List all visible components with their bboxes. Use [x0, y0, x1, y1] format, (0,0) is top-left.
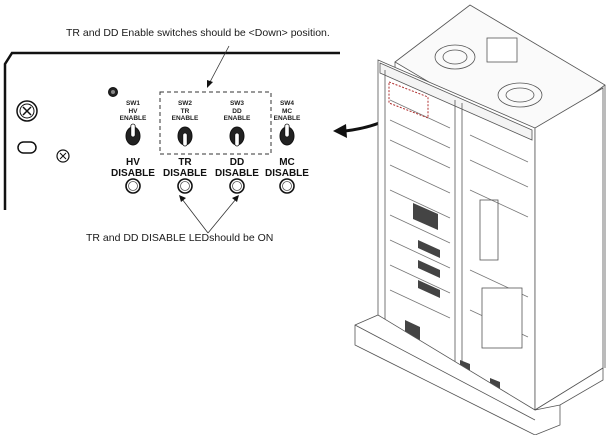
led-label-name: DD — [229, 157, 245, 168]
led-label-label: DISABLE — [163, 168, 207, 179]
switch-label-id: SW3 — [229, 100, 245, 107]
switch-position-note: TR and DD Enable switches should be <Dow… — [66, 27, 330, 39]
panel-screw-large-icon — [16, 100, 38, 122]
switch-label-id: SW2 — [177, 100, 193, 107]
switch-label-function: ENABLE — [119, 115, 147, 122]
switch-label-name: HV — [128, 107, 138, 115]
panel-screw-small-icon — [56, 149, 70, 163]
highlight-box-dashed — [159, 91, 272, 155]
switch-label-id: SW4 — [279, 100, 295, 107]
led-label-label: DISABLE — [215, 168, 259, 179]
led-status-note: TR and DD DISABLE LEDshould be ON — [86, 232, 274, 244]
switch-label-id: SW1 — [125, 100, 141, 107]
led-label-name: TR — [178, 157, 192, 168]
disable-led-dd — [229, 178, 245, 194]
toggle-switch-dd[interactable] — [229, 126, 245, 147]
toggle-switch-hv[interactable] — [125, 123, 141, 146]
pointer-arrowhead — [207, 80, 213, 88]
led-label-label: DISABLE — [111, 168, 155, 179]
toggle-switch-tr[interactable] — [177, 126, 193, 147]
disable-led-tr — [177, 178, 193, 194]
panel-outline — [3, 51, 340, 210]
led-label-name: HV — [126, 157, 140, 168]
disable-led-mc — [279, 178, 295, 194]
switch-label-name: TR — [180, 107, 190, 115]
led-label-name: MC — [279, 157, 295, 168]
panel-slot-icon — [17, 141, 37, 154]
toggle-switch-mc[interactable] — [279, 123, 295, 146]
equipment-cabinet-illustration — [354, 4, 606, 435]
switch-label-function: ENABLE — [273, 115, 301, 122]
switch-label-name: MC — [281, 107, 293, 115]
disable-led-hv — [125, 178, 141, 194]
switch-label-name: DD — [232, 107, 242, 115]
panel-knob-icon — [108, 87, 118, 97]
switch-label-function: ENABLE — [171, 115, 199, 122]
switch-label-function: ENABLE — [223, 115, 251, 122]
led-label-label: DISABLE — [265, 168, 309, 179]
